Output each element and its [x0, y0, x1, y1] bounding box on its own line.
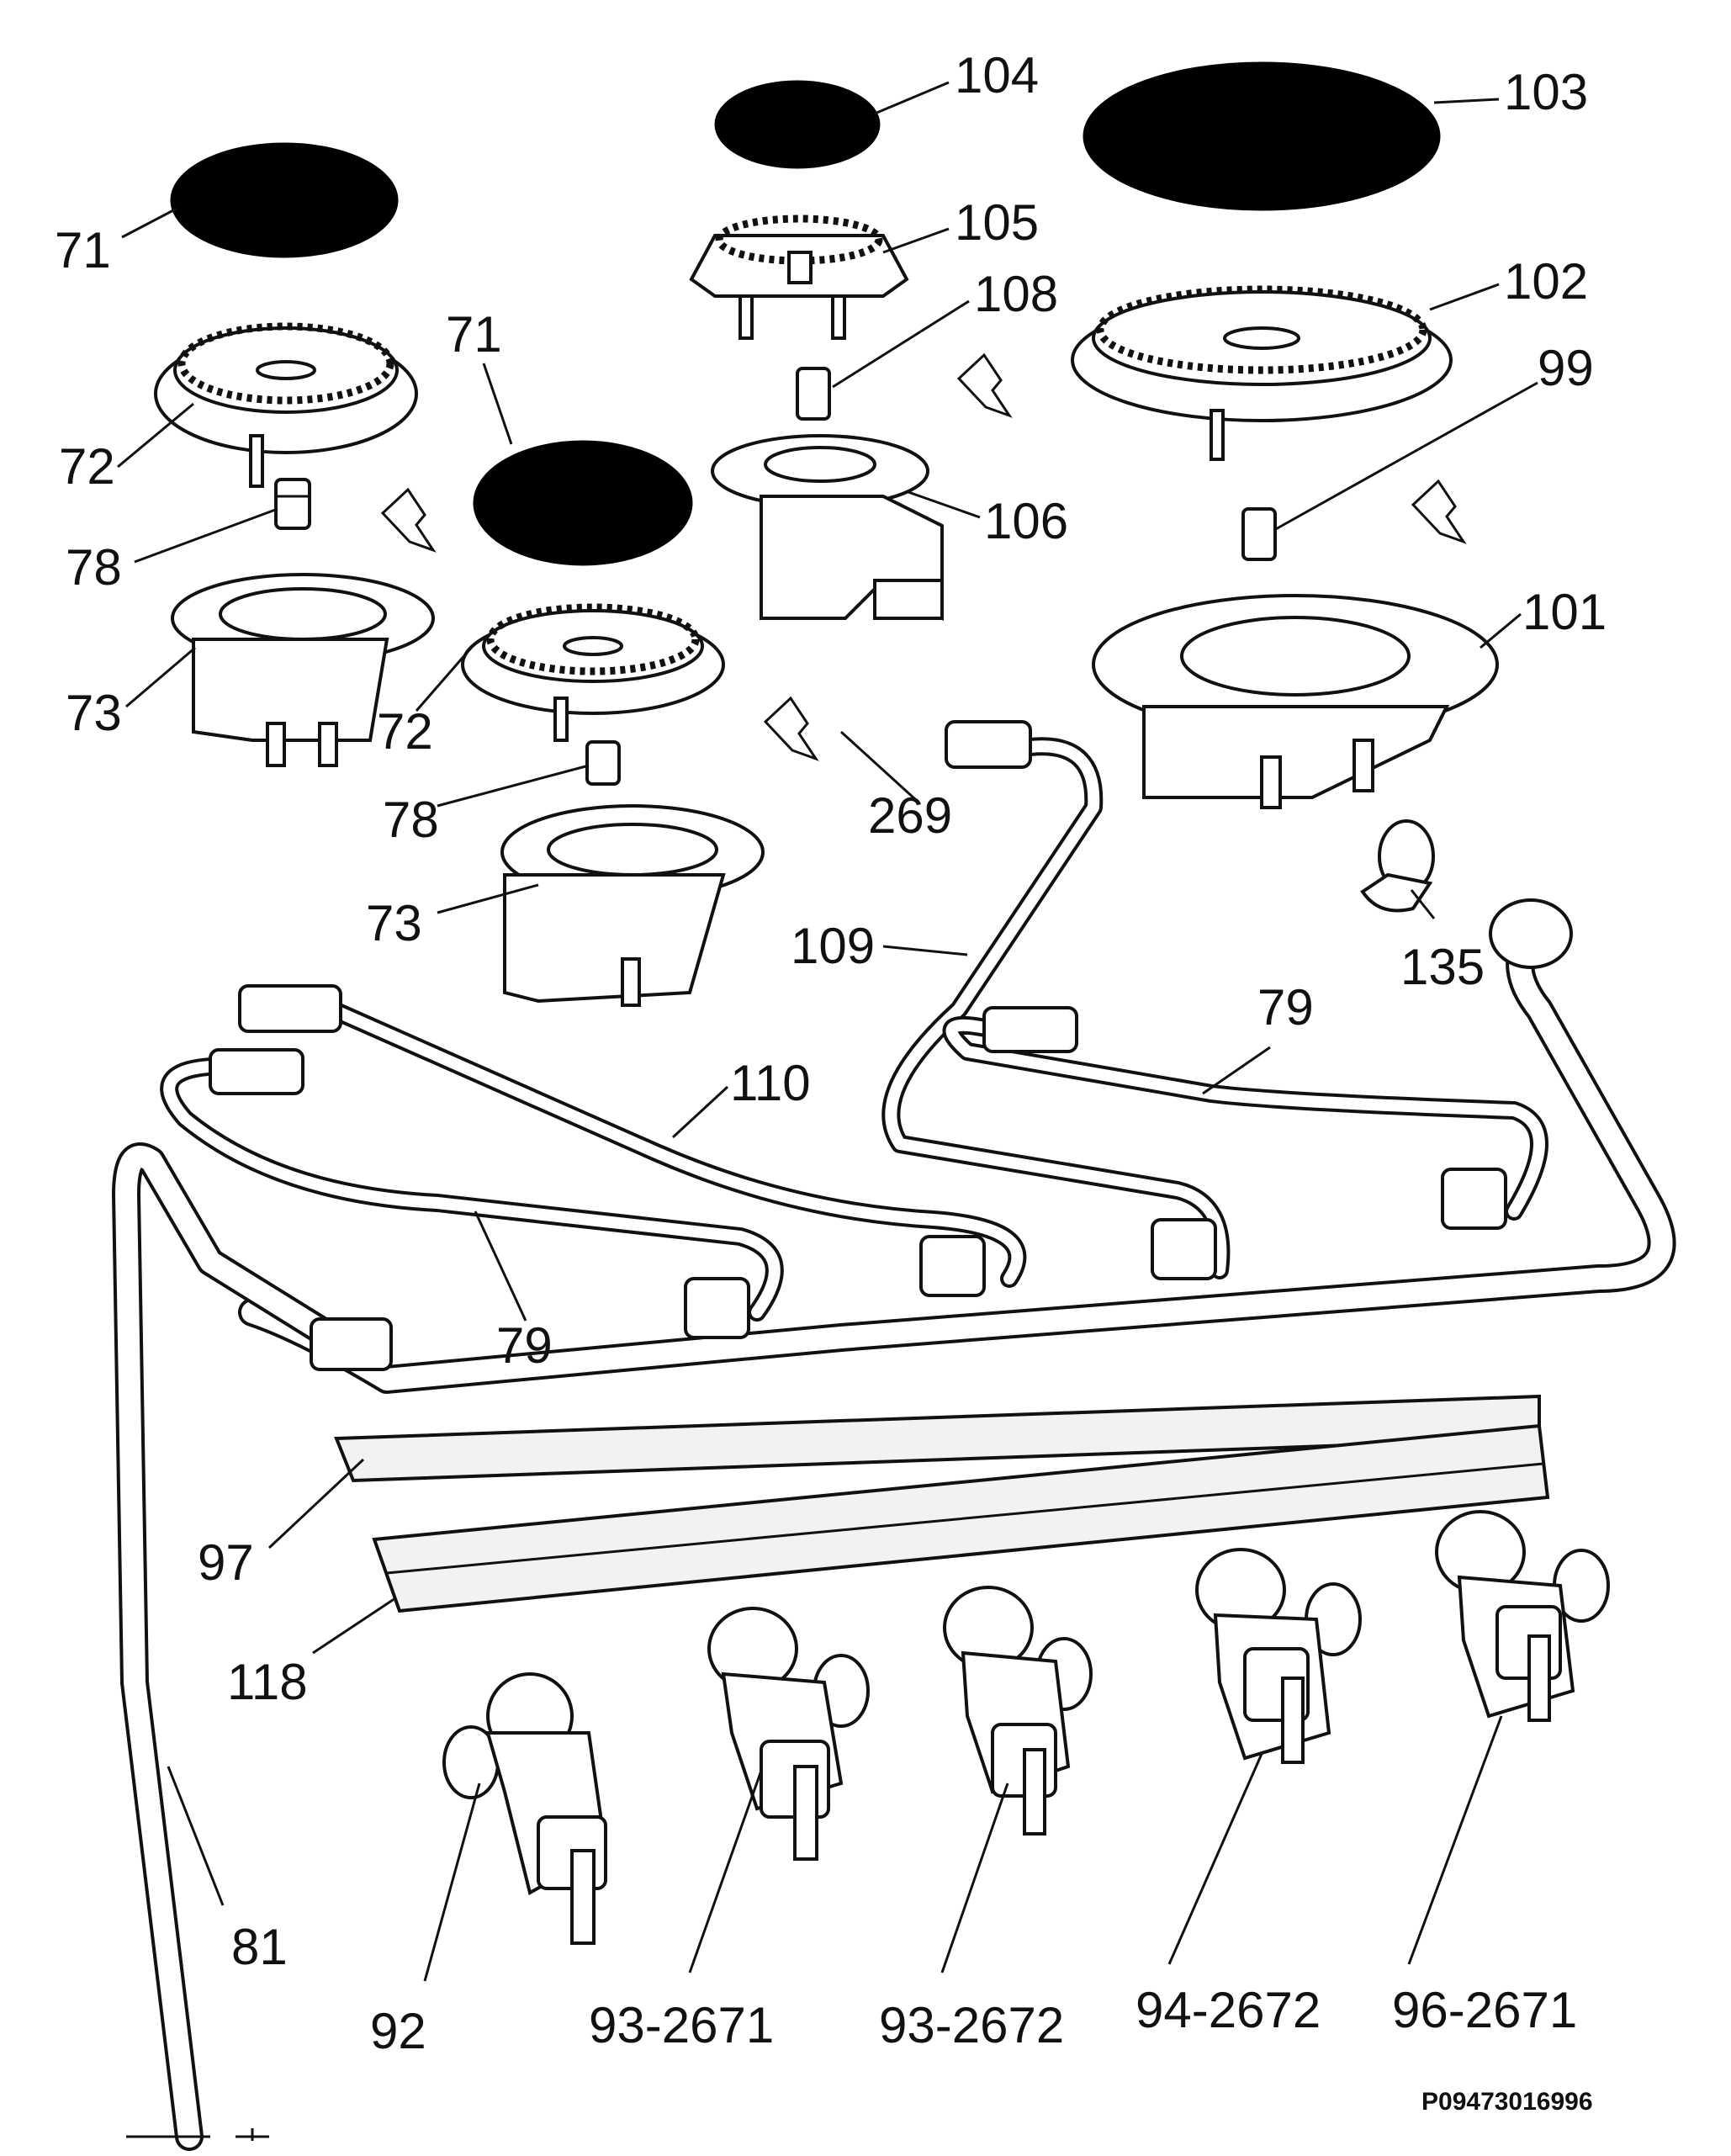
burner-body-101[interactable]	[1092, 594, 1499, 809]
burner-crown-102[interactable]	[1071, 285, 1453, 461]
label-92: 92	[370, 2003, 426, 2059]
label-79-left: 79	[496, 1317, 553, 1374]
burner-crown-72-left[interactable]	[154, 322, 418, 488]
pipe-nut-2	[919, 1235, 986, 1297]
gas-tap-93-2671[interactable]	[707, 1607, 870, 1861]
label-78-left: 78	[66, 539, 122, 596]
label-106: 106	[984, 493, 1068, 549]
label-118: 118	[227, 1654, 308, 1710]
label-79-right: 79	[1257, 979, 1314, 1036]
label-94-2672: 94-2672	[1135, 1982, 1321, 2038]
pipe-nut-3	[1151, 1218, 1217, 1280]
thermocouple-269-center[interactable]	[956, 352, 1013, 418]
label-135: 135	[1400, 939, 1485, 995]
label-108: 108	[974, 266, 1058, 322]
label-73-middle: 73	[366, 895, 422, 951]
label-73-left: 73	[66, 685, 122, 741]
label-109: 109	[791, 918, 875, 974]
gas-pipe-79-left[interactable]	[160, 1048, 784, 1322]
label-96-2671: 96-2671	[1392, 1982, 1577, 2038]
burner-crown-105[interactable]	[689, 215, 909, 340]
burner-body-73-left[interactable]	[171, 573, 435, 767]
thermocouple-269-left[interactable]	[380, 487, 437, 553]
burner-body-73-middle[interactable]	[500, 804, 765, 1007]
label-101: 101	[1522, 584, 1607, 640]
burner-body-106[interactable]	[711, 434, 944, 622]
gas-tap-94-2672[interactable]	[1195, 1548, 1362, 1764]
elbow-connector-135[interactable]	[1360, 819, 1435, 913]
label-269: 269	[868, 787, 952, 844]
label-110: 110	[730, 1055, 811, 1111]
gas-tap-92[interactable]	[442, 1672, 608, 1945]
pipe-nut-1	[684, 1277, 750, 1339]
injector-99[interactable]	[1241, 507, 1277, 561]
thermocouple-269-right[interactable]	[1411, 479, 1467, 544]
burner-crown-72-middle[interactable]	[461, 603, 725, 742]
label-72-left: 72	[59, 438, 115, 495]
label-71-left: 71	[55, 222, 111, 278]
gas-pipe-109[interactable]	[881, 720, 1231, 1279]
gas-pipe-79-right[interactable]	[942, 1006, 1548, 1221]
label-104: 104	[955, 47, 1039, 103]
label-93-2672: 93-2672	[879, 1997, 1064, 2053]
injector-78-middle[interactable]	[585, 740, 621, 786]
label-99: 99	[1538, 340, 1594, 396]
label-72-middle: 72	[377, 703, 433, 760]
gas-pipe-110[interactable]	[238, 984, 1027, 1288]
pipe-nut-4	[1441, 1168, 1507, 1230]
label-102: 102	[1504, 253, 1588, 310]
label-97: 97	[198, 1534, 254, 1591]
injector-78-left[interactable]	[274, 478, 311, 530]
support-rail-118[interactable]	[372, 1423, 1550, 1613]
label-103: 103	[1504, 64, 1588, 120]
drawing-code: P09473016996	[1421, 2088, 1593, 2116]
label-81: 81	[231, 1919, 288, 1975]
label-105: 105	[955, 194, 1039, 251]
gas-tap-96-2671[interactable]	[1435, 1510, 1610, 1722]
gas-pipe-81[interactable]	[112, 1142, 393, 2151]
burner-cap-71-middle[interactable]	[473, 440, 693, 566]
leader-lines	[117, 81, 1538, 2141]
thermocouple-269-middle[interactable]	[763, 696, 819, 761]
burner-cap-71-left[interactable]	[170, 142, 399, 258]
label-78-middle: 78	[383, 792, 439, 848]
label-71-middle: 71	[446, 306, 502, 363]
injector-108[interactable]	[796, 367, 831, 421]
label-93-2671: 93-2671	[589, 1997, 774, 2053]
burner-cap-104[interactable]	[714, 80, 881, 169]
gas-tap-93-2672[interactable]	[943, 1586, 1093, 1836]
burner-cap-103[interactable]	[1083, 61, 1441, 211]
